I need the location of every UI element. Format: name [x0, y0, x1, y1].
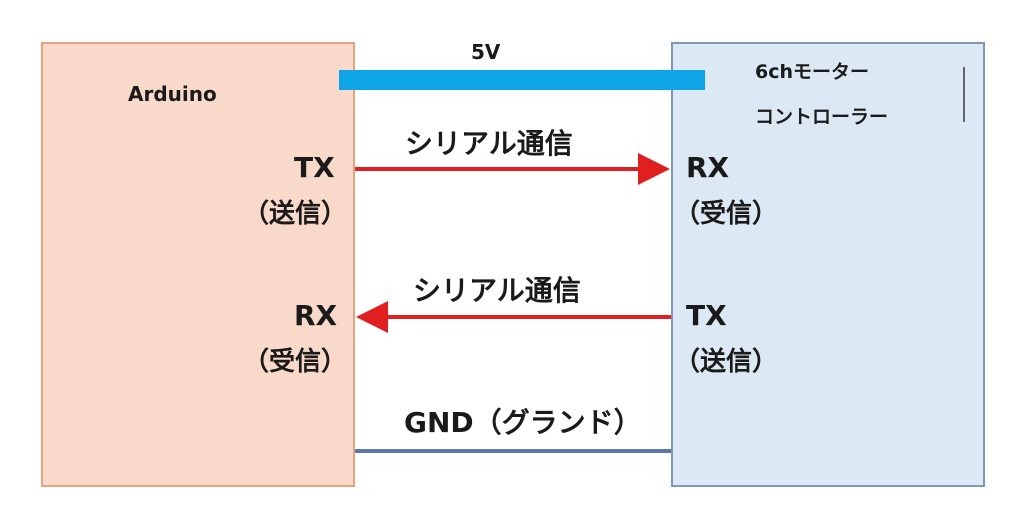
- controller-rx-sub: （受信）: [674, 199, 779, 229]
- serial-top-label: シリアル通信: [405, 127, 573, 160]
- arduino-rx-label: RX: [294, 299, 338, 332]
- gnd-label: GND（グランド）: [404, 406, 642, 439]
- arduino-title: Arduino: [128, 82, 217, 106]
- power-line-5v: [339, 70, 705, 90]
- arduino-tx-label: TX: [294, 151, 335, 184]
- controller-title-line2: コントローラー: [755, 106, 889, 128]
- controller-title-line1: 6chモーター: [755, 61, 870, 83]
- controller-tx-label: TX: [686, 299, 727, 332]
- arduino-box: [41, 42, 355, 487]
- motor-controller-box: [671, 42, 985, 487]
- controller-tx-sub: （送信）: [674, 347, 779, 377]
- serial-bottom-label: シリアル通信: [413, 274, 581, 307]
- arduino-rx-sub: （受信）: [243, 347, 348, 377]
- controller-rx-label: RX: [686, 151, 730, 184]
- power-label-5v: 5V: [471, 40, 501, 64]
- arduino-tx-sub: （送信）: [243, 199, 348, 229]
